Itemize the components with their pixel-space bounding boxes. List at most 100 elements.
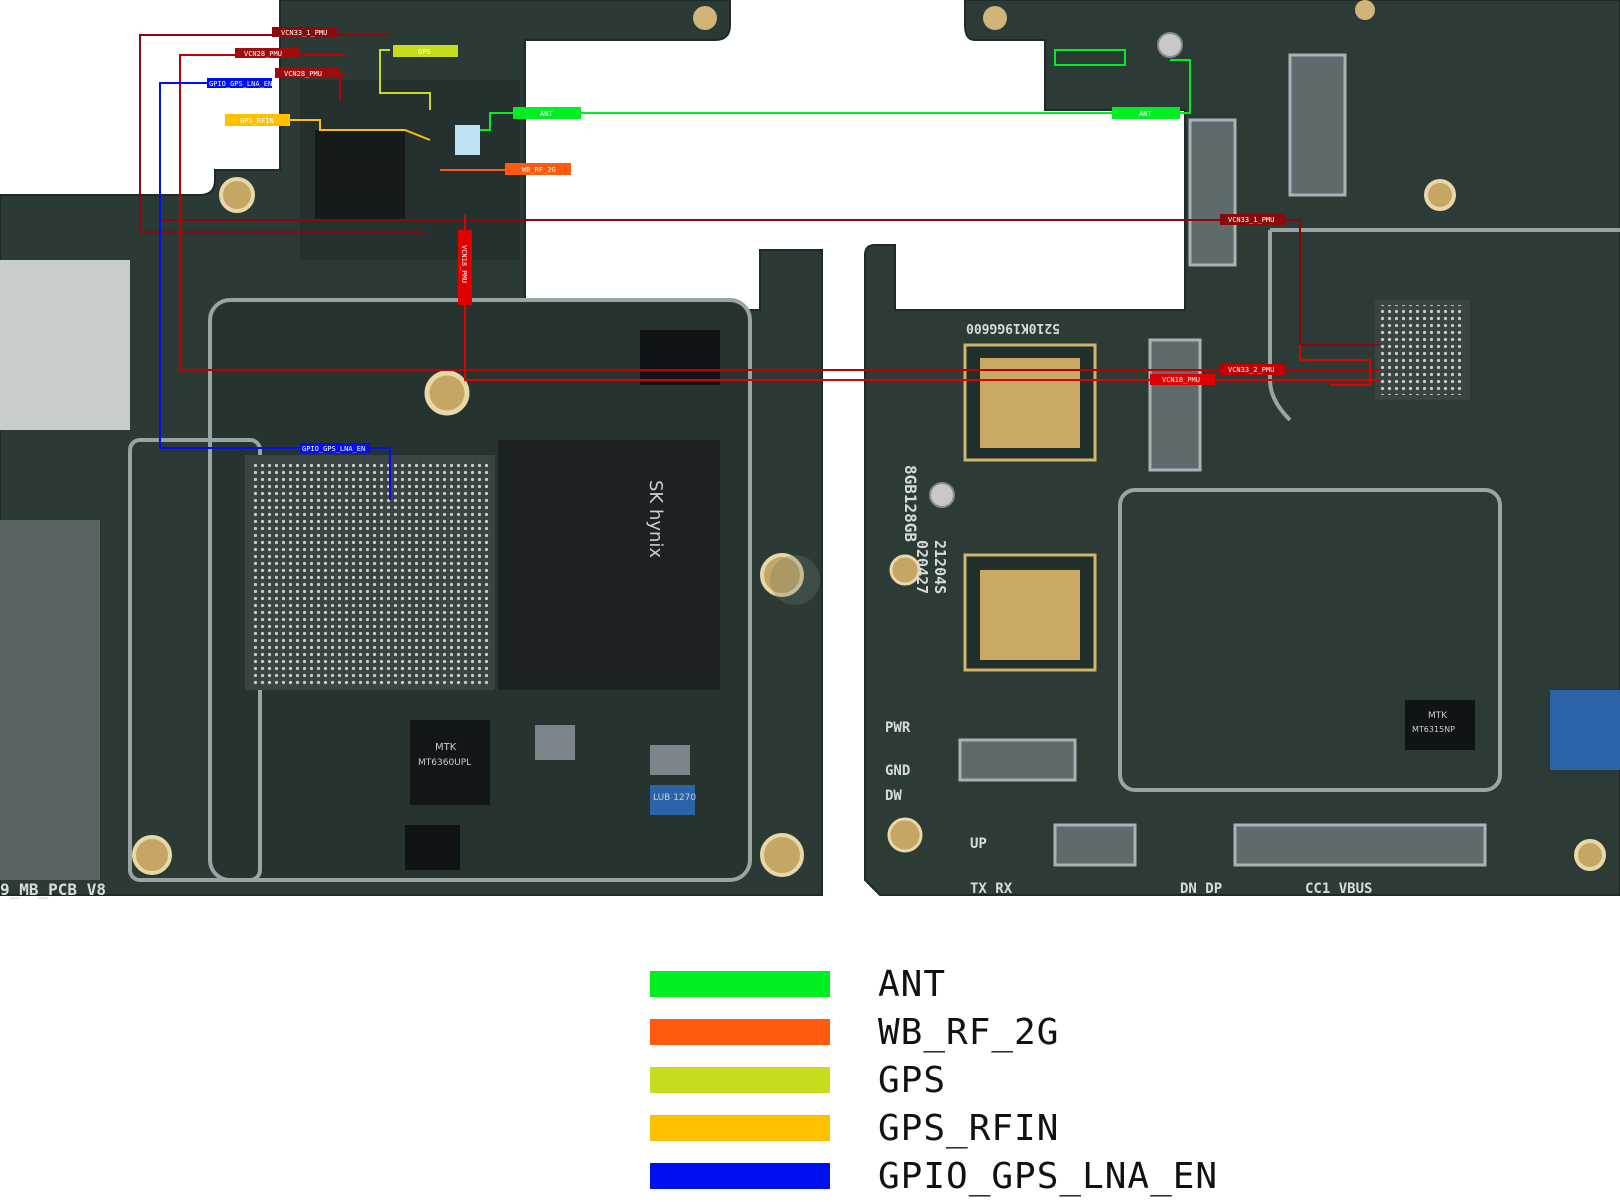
svg-text:GPS_RFIN: GPS_RFIN [240,117,274,125]
svg-text:VCN18_PMU: VCN18_PMU [460,245,468,283]
pcb-board-diagram: SK hynix MTK MT6360UPL LUB 1270 9_MB_PCB… [0,0,1620,899]
legend: ANT WB_RF_2G GPS GPS_RFIN GPIO_GPS_LNA_E… [650,960,1218,1200]
silk-pwr: PWR [885,720,911,736]
legend-item: GPIO_GPS_LNA_EN [650,1152,1218,1200]
silk-code-1: 21204S [931,540,949,594]
legend-swatch [650,1163,830,1189]
svg-text:VCN33_1_PMU: VCN33_1_PMU [1228,216,1274,224]
silk-memory-size: 8GB128GB [901,465,920,542]
memory-chip-label: SK hynix [645,480,666,558]
shield-can [0,260,130,430]
bga-chip-balls [1380,305,1465,395]
trace-ant-pad [1054,49,1126,66]
silk-gnd: GND [885,763,910,779]
gold-pad [980,570,1080,660]
pmic-chip-part: MT6360UPL [418,758,471,768]
legend-item: ANT [650,960,1218,1008]
mount-hole [887,817,923,853]
net-tag: GPIO_GPS_LNA_EN [300,443,370,453]
legend-label: GPS [878,1059,947,1101]
left-board: SK hynix MTK MT6360UPL LUB 1270 9_MB_PCB… [0,0,823,899]
mount-hole [693,6,717,30]
mount-hole [1574,839,1606,871]
trace-vcn33-2-pmu [1299,345,1371,386]
left-board-label: 9_MB_PCB V8 [0,880,106,899]
shield-frame [1118,488,1502,792]
mount-hole [1355,0,1375,20]
antenna-connector [1157,32,1183,58]
net-tag: GPS [393,45,458,57]
mount-hole [760,833,804,877]
trace-gps-rfin [290,119,431,141]
legend-swatch [650,1115,830,1141]
lub-chip-label: LUB 1270 [653,793,696,803]
mount-hole [1424,179,1456,211]
usb-connector [1233,823,1487,867]
svg-text:WB_RF_2G: WB_RF_2G [522,166,556,174]
mount-hole [889,554,921,586]
charger-chip-part: MT6315NP [1412,725,1455,734]
mount-hole [424,370,470,416]
connector [1148,338,1202,472]
gps-rf-chip [315,130,405,220]
svg-text:VCN33_2_PMU: VCN33_2_PMU [1228,366,1274,374]
silk-up: UP [970,836,987,852]
net-tag: ANT [513,107,581,119]
trace-gpio-gps-lna-en [159,82,391,500]
chip-block [640,330,720,385]
legend-label: GPIO_GPS_LNA_EN [878,1155,1219,1197]
charger-chip [1405,700,1475,750]
svg-text:GPS: GPS [418,48,431,56]
antenna-connector [929,482,955,508]
svg-text:VCN33_1_PMU: VCN33_1_PMU [281,29,327,37]
svg-text:ANT: ANT [540,110,553,118]
net-tag: WB_RF_2G [505,163,571,175]
legend-item: WB_RF_2G [650,1008,1218,1056]
chip-block [1550,690,1620,770]
net-tag: VCN28_PMU [275,68,340,78]
inductor [535,725,575,760]
silk-code-2: 020427 [913,540,931,594]
net-tag: VCN28_PMU [235,48,300,58]
right-board: MTK MT6315NP PWR GND DW UP TX RX DN DP C… [864,0,1620,897]
svg-text:GPIO_GPS_LNA_EN: GPIO_GPS_LNA_EN [302,445,365,453]
legend-label: ANT [878,963,947,1005]
legend-item: GPS_RFIN [650,1104,1218,1152]
soc-bga-balls [250,460,490,685]
svg-text:VCN28_PMU: VCN28_PMU [284,70,322,78]
rf-filter [455,125,480,155]
net-tag: GPS_RFIN [225,114,290,126]
memory-chip [498,440,720,690]
silk-code-3: 5210K19GG600 [966,320,1060,335]
svg-text:GPIO_GPS_LNA_EN: GPIO_GPS_LNA_EN [209,80,272,88]
lub-chip [650,785,695,815]
net-tag: GPIO_GPS_LNA_EN [207,78,272,88]
connector [1288,53,1347,197]
svg-text:ANT: ANT [1139,110,1152,118]
mount-hole [219,177,255,213]
sim-slot [0,520,100,880]
net-tag: VCN33_1_PMU [1220,214,1285,225]
connector [958,738,1077,782]
chip-block [405,825,460,870]
charger-chip-brand: MTK [1428,711,1448,721]
legend-swatch [650,1019,830,1045]
net-tags: VCN33_1_PMU VCN28_PMU VCN28_PMU GPIO_GPS… [207,27,1285,453]
silk-cc1-vbus: CC1 VBUS [1305,881,1372,897]
pmic-chip [410,720,490,805]
legend-item: GPS [650,1056,1218,1104]
silk-dw: DW [885,788,902,804]
trace-vcn33-1-pmu-long [160,219,1380,346]
legend-label: WB_RF_2G [878,1011,1060,1053]
net-tag: VCN33_2_PMU [1220,364,1285,375]
trace-gps [379,49,431,110]
gold-pad [980,358,1080,448]
net-tag: VCN18_PMU [1150,374,1215,385]
svg-text:VCN18_PMU: VCN18_PMU [1162,376,1200,384]
connector [1053,823,1137,867]
legend-label: GPS_RFIN [878,1107,1060,1149]
legend-swatch [650,971,830,997]
pmic-chip-brand: MTK [435,742,457,753]
net-tag: VCN18_PMU [458,230,472,305]
silk-tx-rx: TX RX [970,881,1013,897]
